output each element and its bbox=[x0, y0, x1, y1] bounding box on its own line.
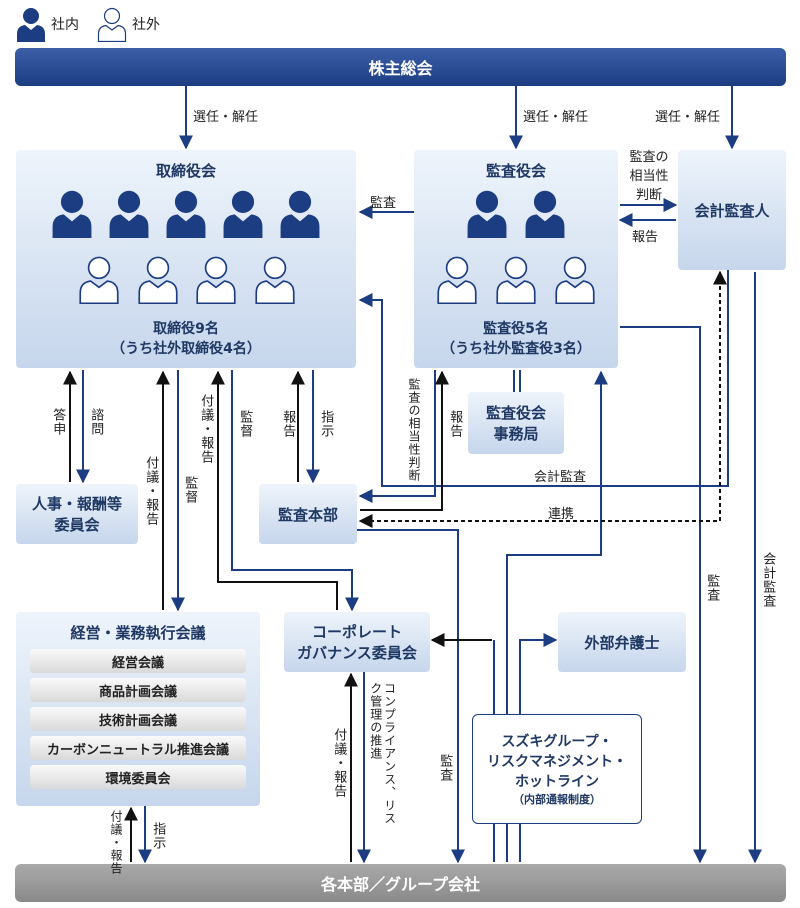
person-external-icon bbox=[437, 256, 477, 304]
internal-audit-label: 監査本部 bbox=[277, 505, 338, 524]
exec-item-product-planning: 商品計画会議 bbox=[30, 678, 246, 702]
label-report-auditor: 報告 bbox=[632, 230, 659, 245]
person-external-icon bbox=[496, 256, 536, 304]
arrow-ab-appropriateness bbox=[358, 370, 436, 503]
board-internal-members bbox=[51, 188, 321, 238]
label-appropriateness-2: 相当性 bbox=[629, 169, 669, 184]
audit-office-line2: 事務局 bbox=[493, 425, 539, 443]
risk-hotline: スズキグループ・ リスクマネジメント・ ホットライン （内部通報制度） bbox=[472, 714, 642, 824]
board-title: 取締役会 bbox=[155, 162, 216, 180]
label-audit-board: 監査 bbox=[370, 196, 397, 211]
audit-internal-members bbox=[466, 188, 566, 238]
hotline-line3: ホットライン bbox=[515, 774, 599, 790]
person-internal-icon bbox=[467, 190, 507, 238]
label-audit-down: 監査 bbox=[704, 574, 720, 602]
accounting-auditor: 会計監査人 bbox=[678, 150, 786, 270]
label-ia-audit: 監査 bbox=[437, 754, 453, 782]
label-gov-supervise: 監督 bbox=[237, 410, 253, 438]
label-cooperation: 連携 bbox=[548, 507, 575, 522]
audit-board-office: 監査役会 事務局 bbox=[468, 392, 564, 454]
governance-line2: ガバナンス委員会 bbox=[297, 644, 417, 662]
label-exec-supervise: 監督 bbox=[182, 476, 198, 504]
nomination-compensation-committee: 人事・報酬等 委員会 bbox=[16, 484, 138, 544]
audit-board-count: 監査役5名 bbox=[483, 321, 549, 337]
label-ab-appropriateness: 監査の相当性判断 bbox=[407, 378, 421, 482]
label-elect-audit: 選任・解任 bbox=[523, 110, 589, 125]
board-external-members bbox=[78, 254, 296, 304]
group-companies-label: 各本部／グループ会社 bbox=[320, 875, 481, 894]
exec-item-carbon-neutral: カーボンニュートラル推進会議 bbox=[30, 736, 246, 760]
label-gov-report: 付議・報告 bbox=[198, 394, 214, 464]
board-count: 取締役9名 bbox=[153, 321, 219, 337]
audit-board: 監査役会 監査役5名 （うち社外監査役3名） bbox=[414, 150, 618, 368]
label-compliance: コンプライアンス、リスク管理の推進 bbox=[368, 682, 397, 825]
label-g-report: 付議・報告 bbox=[331, 728, 347, 798]
label-elect-accounting: 選任・解任 bbox=[655, 110, 721, 125]
hotline-line1: スズキグループ・ bbox=[501, 734, 613, 750]
audit-board-detail: （うち社外監査役3名） bbox=[441, 341, 591, 357]
board-of-directors: 取締役会 取締役9名 （うち社外取締役4名） bbox=[16, 150, 356, 368]
exec-item-environment-committee: 環境委員会 bbox=[30, 765, 246, 789]
label-ec-report: 付議・報告 bbox=[109, 810, 123, 875]
person-external-icon bbox=[555, 256, 595, 304]
legend-external-label: 社外 bbox=[132, 17, 160, 33]
person-external-icon bbox=[97, 7, 127, 42]
shareholders-meeting-bar: 株主総会 bbox=[15, 48, 786, 86]
label-answer: 答申 bbox=[50, 408, 66, 436]
external-lawyer: 外部弁護士 bbox=[558, 612, 686, 672]
arrow-ab-report bbox=[360, 370, 449, 511]
person-external-icon bbox=[196, 256, 236, 304]
label-appropriateness: 監査の 相当性 判断 bbox=[624, 146, 674, 203]
exec-item-technology-planning: 技術計画会議 bbox=[30, 707, 246, 731]
hotline-sub: （内部通報制度） bbox=[513, 793, 601, 806]
hotline-line2: リスクマネジメント・ bbox=[487, 754, 627, 770]
label-exec-report: 付議・報告 bbox=[143, 456, 159, 526]
label-ia-instruct: 指示 bbox=[318, 410, 334, 438]
person-internal-icon bbox=[525, 190, 565, 238]
label-accounting-audit: 会計監査 bbox=[534, 470, 587, 485]
label-appropriateness-1: 監査の bbox=[629, 150, 669, 165]
label-consult: 諮問 bbox=[88, 408, 104, 436]
board-detail: （うち社外取締役4名） bbox=[111, 341, 261, 357]
audit-office-line1: 監査役会 bbox=[485, 404, 546, 422]
label-elect-board: 選任・解任 bbox=[193, 110, 259, 125]
accounting-auditor-label: 会計監査人 bbox=[694, 201, 770, 220]
group-companies-bar: 各本部／グループ会社 bbox=[15, 864, 786, 902]
arrow-ia-audit bbox=[355, 529, 465, 864]
exec-item-management-meeting: 経営会議 bbox=[30, 649, 246, 673]
executive-council: 経営・業務執行会議 経営会議 商品計画会議 技術計画会議 カーボンニュートラル推… bbox=[16, 612, 260, 806]
person-external-icon bbox=[138, 256, 178, 304]
person-internal-icon bbox=[280, 190, 320, 238]
arrow-hotline-lawyer bbox=[519, 633, 558, 712]
person-internal-icon bbox=[166, 190, 206, 238]
exec-council-title: 経営・業務執行会議 bbox=[70, 624, 206, 642]
label-ia-report: 報告 bbox=[280, 410, 296, 438]
arrow-cooperation bbox=[358, 270, 727, 528]
nomination-line1: 人事・報酬等 bbox=[31, 495, 122, 513]
legend: 社内 社外 bbox=[16, 6, 160, 42]
person-internal-icon bbox=[17, 8, 45, 42]
audit-board-title: 監査役会 bbox=[485, 162, 546, 180]
person-internal-icon bbox=[109, 190, 149, 238]
label-ab-report: 報告 bbox=[447, 410, 463, 438]
person-internal-icon bbox=[223, 190, 263, 238]
person-external-icon bbox=[255, 256, 295, 304]
person-external-icon bbox=[79, 256, 119, 304]
label-accounting-audit-down: 会計監査 bbox=[760, 552, 776, 608]
person-internal-icon bbox=[52, 190, 92, 238]
arrow-gov-report bbox=[211, 370, 338, 610]
corporate-governance-committee: コーポレート ガバナンス委員会 bbox=[284, 612, 430, 672]
legend-internal-label: 社内 bbox=[51, 17, 79, 33]
shareholders-meeting-label: 株主総会 bbox=[368, 59, 433, 78]
label-ec-instruct: 指示 bbox=[150, 822, 166, 850]
audit-external-members bbox=[436, 254, 596, 304]
label-appropriateness-3: 判断 bbox=[635, 188, 662, 203]
nomination-line2: 委員会 bbox=[54, 516, 100, 534]
lawyer-label: 外部弁護士 bbox=[584, 633, 660, 652]
arrow-gov-supervise bbox=[231, 370, 359, 612]
governance-line1: コーポレート bbox=[311, 623, 402, 641]
internal-audit-division: 監査本部 bbox=[259, 484, 357, 544]
